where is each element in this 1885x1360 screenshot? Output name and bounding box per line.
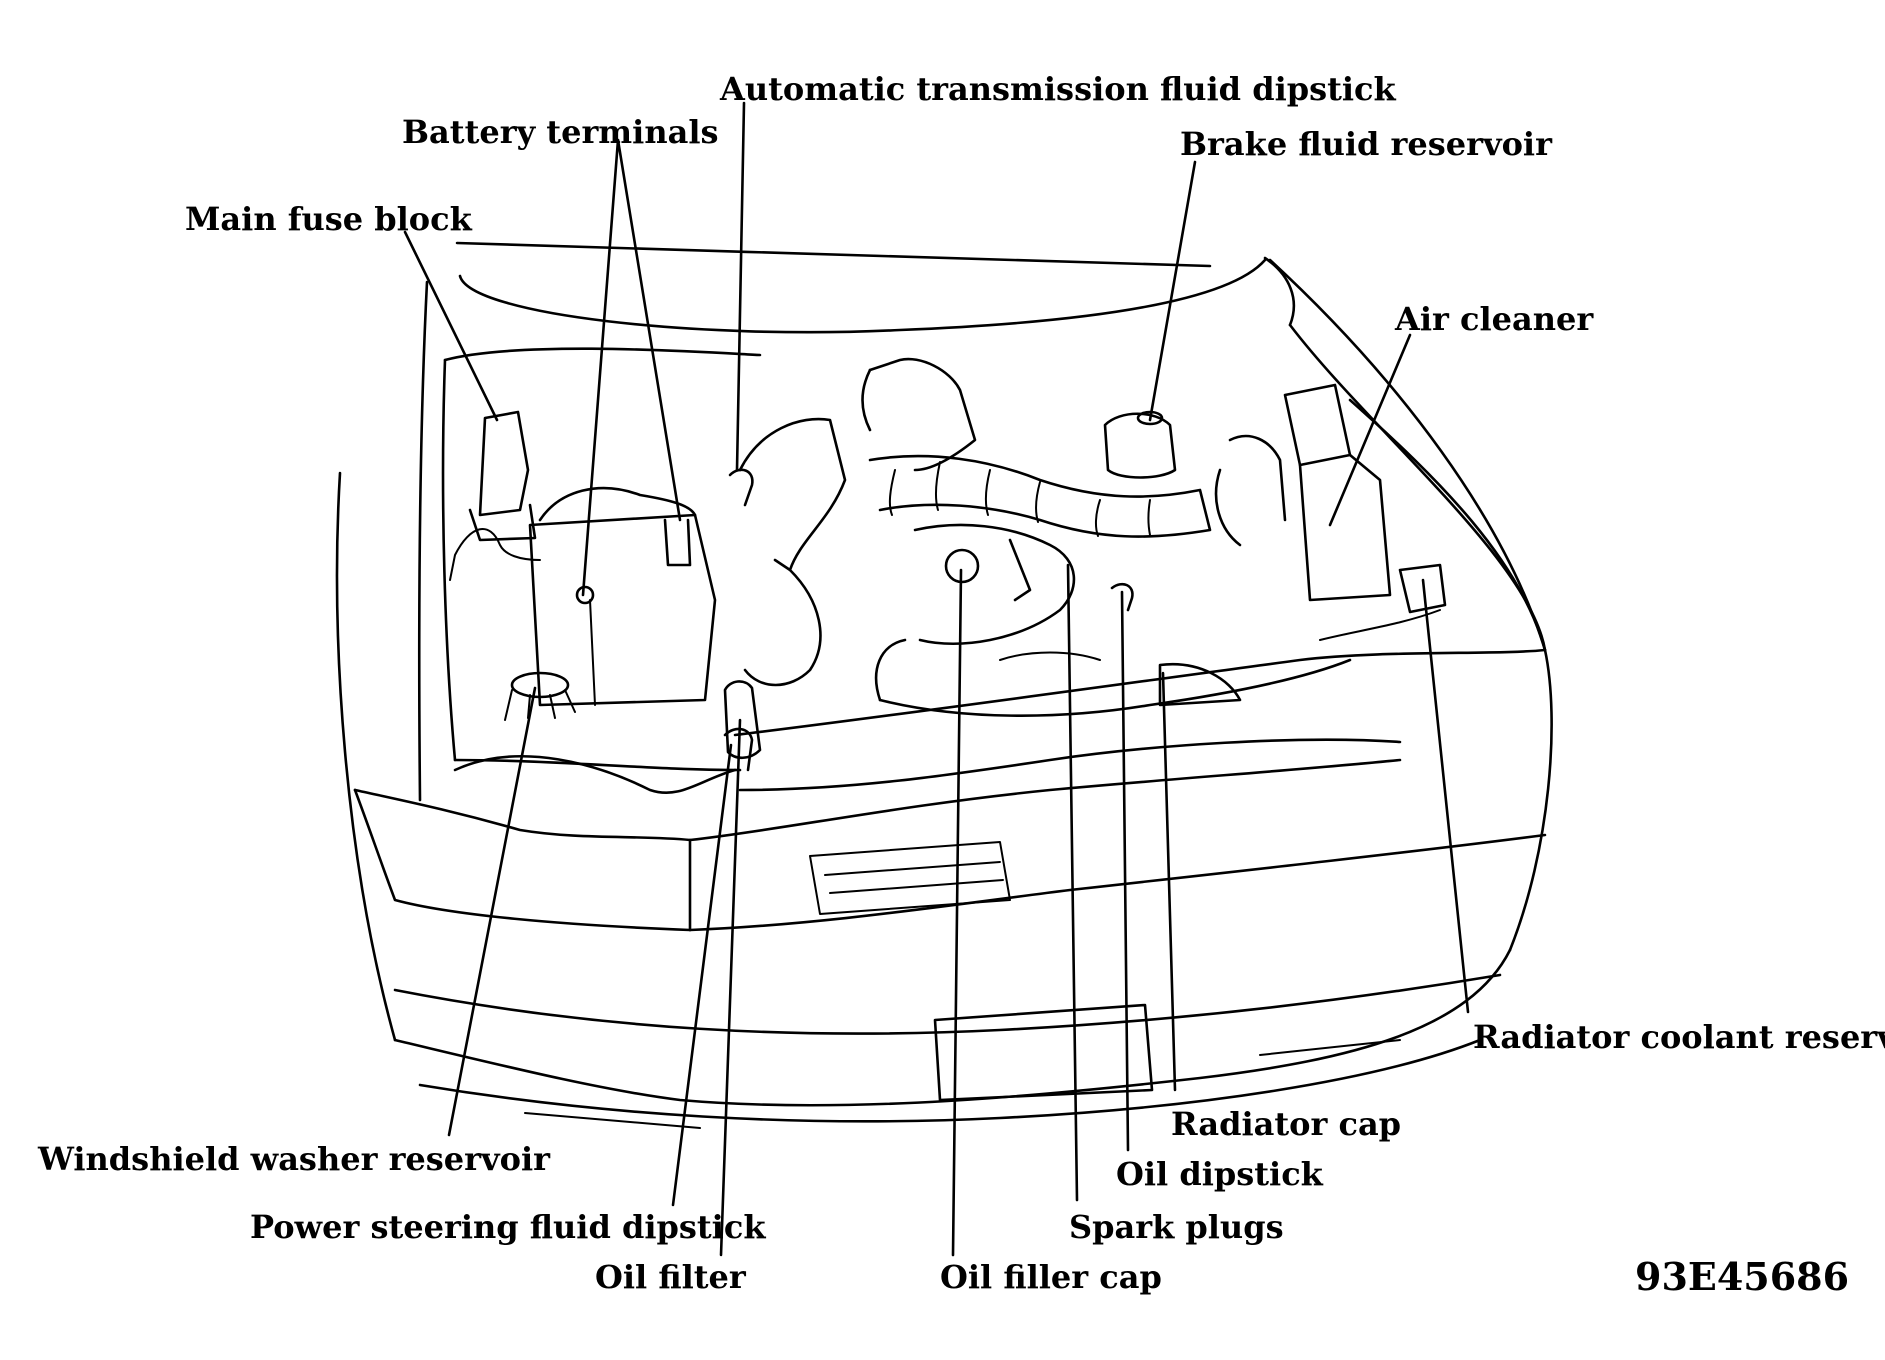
- label-main-fuse-block: Main fuse block: [185, 200, 473, 238]
- label-spark-plugs: Spark plugs: [1069, 1208, 1284, 1246]
- label-power-steering-fluid-dipstick: Power steering fluid dipstick: [250, 1208, 766, 1246]
- leader-brake-fluid-reservoir: [1148, 160, 1197, 422]
- callout-labels: Automatic transmission fluid dipstick Ba…: [37, 70, 1885, 1299]
- leader-power-steering-fluid-dipstick: [671, 743, 733, 1207]
- leader-oil-dipstick: [1120, 590, 1130, 1152]
- label-automatic-transmission-fluid-dipstick: Automatic transmission fluid dipstick: [719, 70, 1397, 108]
- label-radiator-cap: Radiator cap: [1171, 1105, 1401, 1143]
- figure-id: 93E45686: [1635, 1254, 1849, 1299]
- leader-lines: [403, 101, 1470, 1257]
- engine-bay-drawing: [335, 241, 1553, 1129]
- label-oil-filler-cap: Oil filler cap: [940, 1258, 1162, 1296]
- leader-radiator-cap: [1161, 671, 1177, 1092]
- label-radiator-coolant-reservoir: Radiator coolant reservoir: [1473, 1018, 1885, 1056]
- leader-automatic-transmission-fluid-dipstick: [735, 101, 746, 472]
- leader-radiator-coolant-reservoir: [1421, 578, 1470, 1014]
- leader-oil-filler-cap: [951, 568, 963, 1257]
- leader-battery-terminal-right: [616, 138, 682, 522]
- label-air-cleaner: Air cleaner: [1394, 300, 1594, 338]
- leader-spark-plugs: [1066, 563, 1079, 1202]
- leader-air-cleaner: [1328, 333, 1412, 527]
- leader-main-fuse-block: [403, 230, 499, 422]
- leader-oil-filter: [719, 718, 742, 1257]
- label-windshield-washer-reservoir: Windshield washer reservoir: [37, 1140, 551, 1178]
- leader-windshield-washer-reservoir: [447, 686, 537, 1137]
- label-oil-dipstick: Oil dipstick: [1116, 1155, 1324, 1193]
- label-oil-filter: Oil filter: [595, 1258, 747, 1296]
- label-battery-terminals: Battery terminals: [402, 113, 718, 151]
- label-brake-fluid-reservoir: Brake fluid reservoir: [1180, 125, 1553, 163]
- leader-battery-terminal-left: [581, 138, 620, 597]
